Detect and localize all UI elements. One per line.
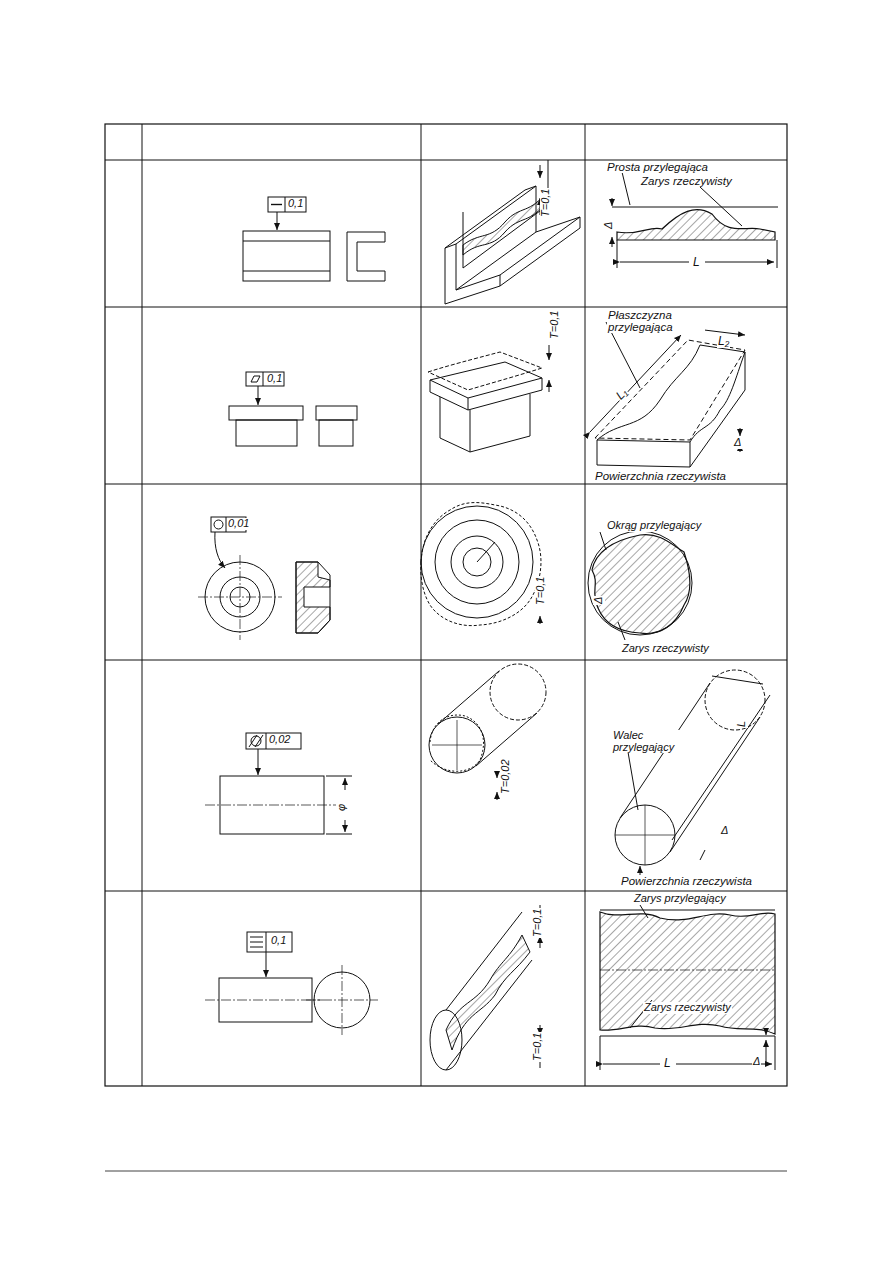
drawing-label: L₂ <box>717 335 730 348</box>
drawing-label: L <box>663 1057 672 1070</box>
drawing-label: Prosta przylegająca <box>606 161 709 173</box>
drawing-label: T=0,1 <box>532 908 544 938</box>
drawing-label: L₁ <box>613 385 631 403</box>
drawing-label: 0,1 <box>270 935 287 947</box>
drawing-label: Δ <box>593 596 605 605</box>
drawing-label: Zarys rzeczywisty <box>643 1002 732 1014</box>
drawing-label: φ <box>336 803 348 812</box>
drawing-label: L <box>736 720 748 728</box>
drawing-label: T=0,1 <box>549 310 561 340</box>
drawing-label: Okrąg przylegający <box>606 520 702 532</box>
drawing-label: 0,1 <box>287 198 304 210</box>
drawing-label: Powierzchnia rzeczywista <box>620 875 753 887</box>
drawing-label: T=0,1 <box>532 1032 544 1062</box>
drawing-label: Płaszczyzna przylegająca <box>607 309 705 333</box>
drawing-label: T=0,1 <box>535 576 547 606</box>
drawing-label: T=0,1 <box>540 188 552 218</box>
drawing-label: 0,01 <box>227 518 250 530</box>
drawing-label: Powierzchnia rzeczywista <box>594 470 727 482</box>
drawing-label: Zarys przylegający <box>633 893 727 905</box>
drawing-label: Zarys rzeczywisty <box>640 175 733 187</box>
drawing-label: T=0,02 <box>500 758 512 795</box>
drawing-label: Δ <box>733 437 742 449</box>
drawing-label: Zarys rzeczywisty <box>621 643 710 655</box>
drawing-label: Walec przylegający <box>612 730 680 753</box>
drawing-label: L <box>692 256 701 269</box>
drawing-label: Δ <box>752 1056 761 1068</box>
drawing-label: 0,02 <box>268 734 291 746</box>
drawing-label: Δ <box>603 221 615 230</box>
drawing-label: 0,1 <box>266 373 283 385</box>
drawing-label: Δ <box>720 825 729 837</box>
